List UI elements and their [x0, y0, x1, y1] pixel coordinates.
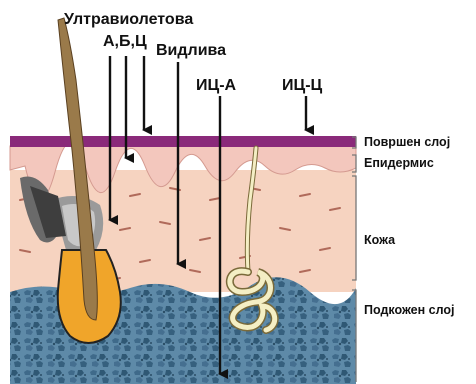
- surface-layer: [10, 136, 356, 147]
- uv-label: Ултравиолетова: [64, 12, 193, 28]
- dermis-label: Кожа: [364, 234, 395, 247]
- subcutaneous-label: Подкожен слој: [364, 304, 454, 317]
- surface-layer-label: Површен слој: [364, 136, 450, 149]
- visible-label: Видлива: [156, 43, 226, 59]
- uv-types-label: А,Б,Ц: [103, 34, 147, 50]
- ir-a-label: ИЦ-А: [196, 78, 236, 94]
- epidermis-label: Епидермис: [364, 157, 434, 170]
- ir-c-label: ИЦ-Ц: [282, 78, 322, 94]
